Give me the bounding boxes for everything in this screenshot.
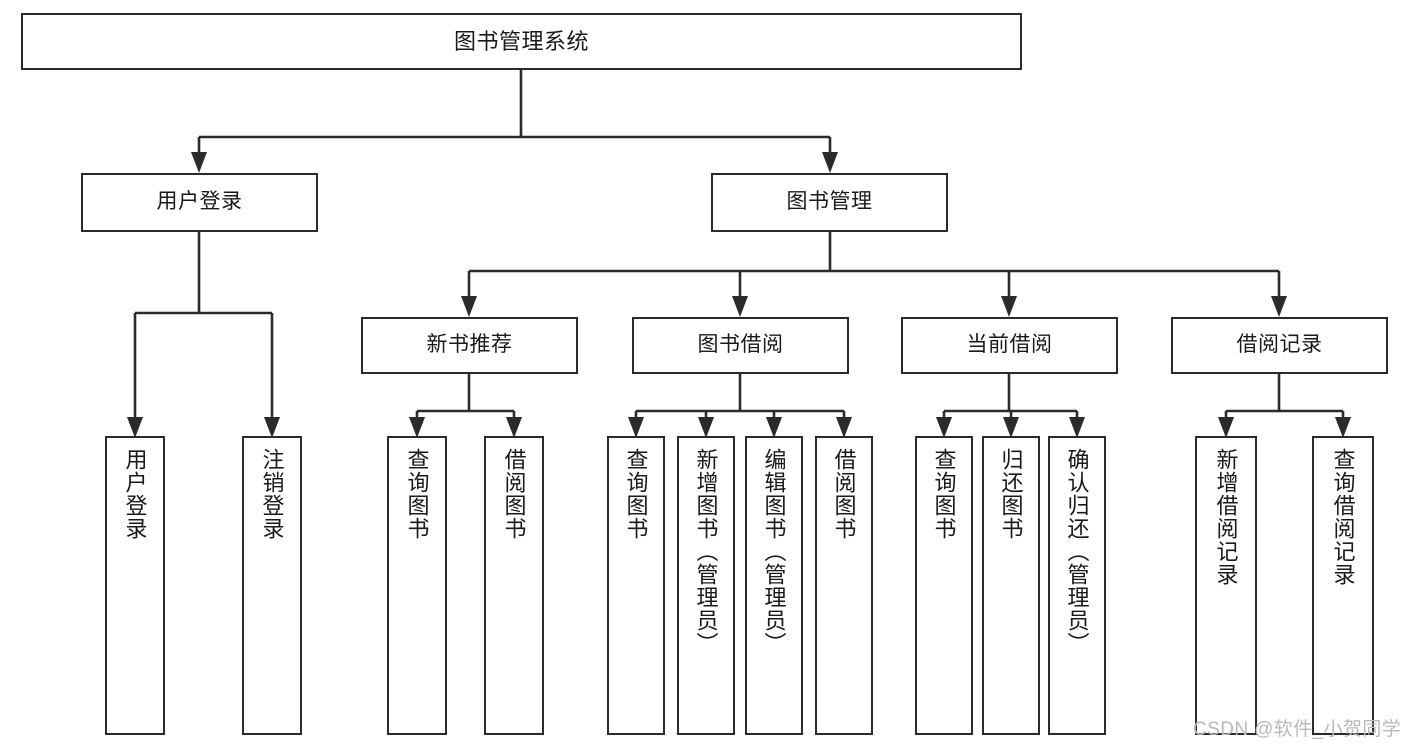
watermark: CSDN @软件_小贺同学 <box>1193 719 1402 740</box>
leaf-query-record-label: 查询借阅记录 <box>1330 448 1356 586</box>
node-new-book-recommend-label: 新书推荐 <box>426 333 513 357</box>
node-root-label: 图书管理系统 <box>453 28 589 54</box>
leaf-query-book-3-label: 查询图书 <box>931 448 957 540</box>
node-current-borrow-label: 当前借阅 <box>966 333 1053 357</box>
leaf-add-book[interactable]: 新增图书（管理员） <box>677 436 735 735</box>
leaf-borrow-book-1[interactable]: 借阅图书 <box>484 436 544 735</box>
leaf-edit-book-label: 编辑图书（管理员） <box>761 448 787 655</box>
leaf-query-book-2-label: 查询图书 <box>623 448 649 540</box>
node-borrow-record[interactable]: 借阅记录 <box>1171 317 1388 374</box>
node-root[interactable]: 图书管理系统 <box>21 13 1022 70</box>
leaf-borrow-book-2[interactable]: 借阅图书 <box>815 436 873 735</box>
leaf-user-login-label: 用户登录 <box>122 448 148 540</box>
leaf-borrow-book-1-label: 借阅图书 <box>501 448 527 540</box>
leaf-user-logout-label: 注销登录 <box>259 448 285 540</box>
leaf-add-record-label: 新增借阅记录 <box>1213 448 1239 586</box>
leaf-return-book[interactable]: 归还图书 <box>982 436 1040 735</box>
leaf-add-book-label: 新增图书（管理员） <box>693 448 719 655</box>
leaf-query-book-2[interactable]: 查询图书 <box>607 436 665 735</box>
leaf-user-login[interactable]: 用户登录 <box>105 436 165 735</box>
leaf-confirm-return-label: 确认归还（管理员） <box>1064 448 1090 655</box>
node-user-login[interactable]: 用户登录 <box>81 173 318 232</box>
leaf-query-book-1[interactable]: 查询图书 <box>387 436 447 735</box>
leaf-user-logout[interactable]: 注销登录 <box>242 436 302 735</box>
node-book-borrow[interactable]: 图书借阅 <box>632 317 849 374</box>
leaf-borrow-book-2-label: 借阅图书 <box>831 448 857 540</box>
node-book-borrow-label: 图书借阅 <box>697 333 784 357</box>
leaf-query-record[interactable]: 查询借阅记录 <box>1312 436 1374 735</box>
node-book-management-label: 图书管理 <box>786 190 873 214</box>
leaf-query-book-3[interactable]: 查询图书 <box>915 436 973 735</box>
node-user-login-label: 用户登录 <box>156 190 243 214</box>
leaf-query-book-1-label: 查询图书 <box>404 448 430 540</box>
node-current-borrow[interactable]: 当前借阅 <box>901 317 1118 374</box>
node-new-book-recommend[interactable]: 新书推荐 <box>361 317 578 374</box>
node-borrow-record-label: 借阅记录 <box>1236 333 1323 357</box>
leaf-edit-book[interactable]: 编辑图书（管理员） <box>745 436 803 735</box>
node-book-management[interactable]: 图书管理 <box>711 173 948 232</box>
leaf-add-record[interactable]: 新增借阅记录 <box>1195 436 1257 735</box>
leaf-return-book-label: 归还图书 <box>998 448 1024 540</box>
leaf-confirm-return[interactable]: 确认归还（管理员） <box>1048 436 1106 735</box>
